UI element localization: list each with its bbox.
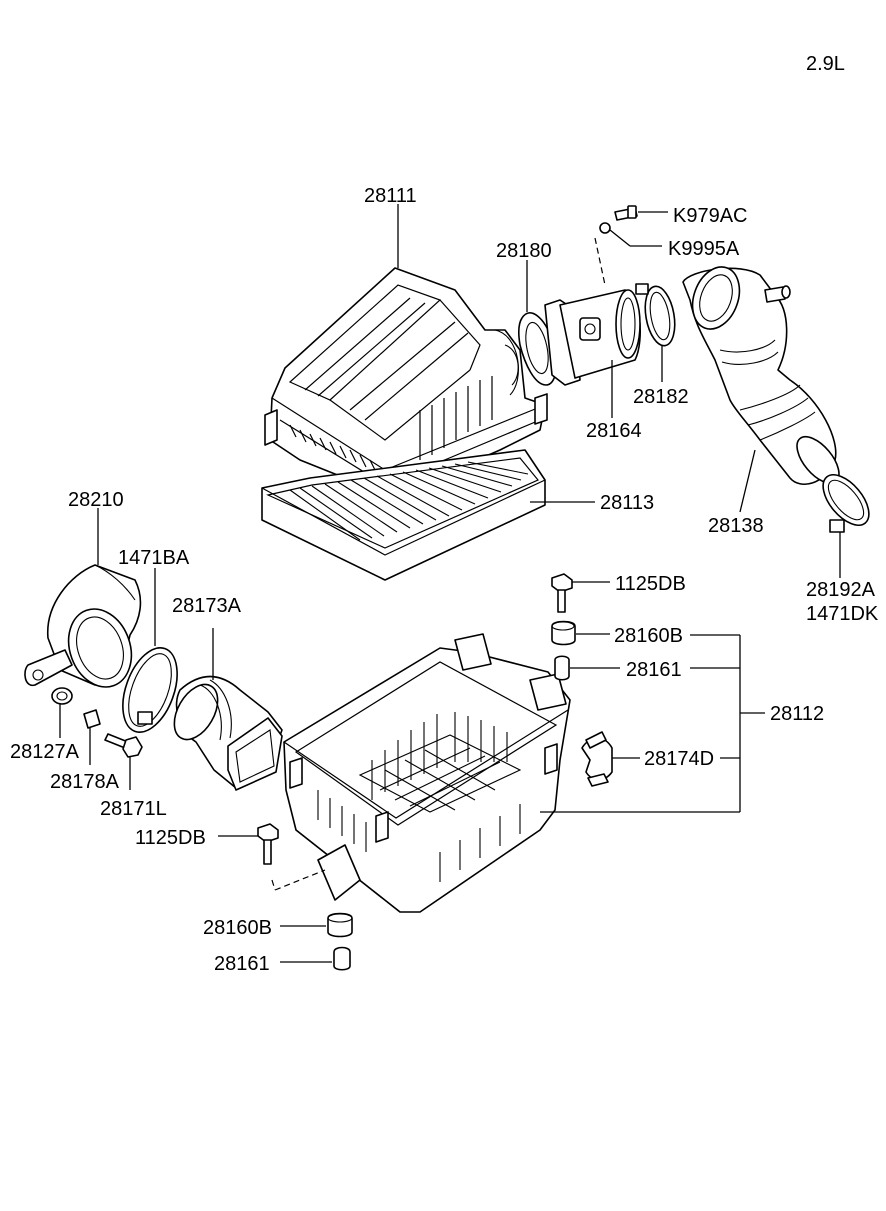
label-28112: 28112: [770, 703, 824, 725]
grommet-icon: [51, 687, 73, 705]
label-28164: 28164: [586, 420, 642, 442]
air-filter-element-icon: [261, 449, 546, 581]
air-cleaner-body-icon: [283, 633, 571, 913]
label-28182: 28182: [633, 386, 689, 408]
label-28210: 28210: [68, 489, 124, 511]
label-28160B-bot: 28160B: [203, 917, 272, 939]
intake-hose-icon: [682, 266, 840, 486]
bushing-icon: [333, 946, 351, 971]
label-1471DK: 1471DK: [806, 603, 879, 625]
hose-clamp-icon: [635, 283, 676, 347]
label-28161-bot: 28161: [214, 953, 270, 975]
label-28127A: 28127A: [10, 741, 80, 763]
label-28138: 28138: [708, 515, 764, 537]
duct-icon: [173, 675, 283, 791]
bushing-icon: [554, 655, 570, 681]
label-1125DB-bot: 1125DB: [135, 827, 206, 849]
bolt-icon: [257, 823, 279, 865]
grommet-icon: [327, 912, 353, 938]
label-28173A: 28173A: [172, 595, 242, 617]
label-28111: 28111: [364, 185, 417, 207]
resonator-icon: [24, 564, 142, 688]
label-28171L: 28171L: [100, 798, 167, 820]
mass-airflow-sensor-icon: [544, 289, 641, 386]
label-28174D: 28174D: [644, 748, 714, 770]
label-28160B-top: 28160B: [614, 625, 683, 647]
label-1125DB-top: 1125DB: [615, 573, 686, 595]
label-28113: 28113: [600, 492, 654, 514]
bracket-icon: [581, 731, 613, 787]
bolt-icon: [614, 205, 638, 221]
label-1471BA: 1471BA: [118, 547, 190, 569]
hose-clamp-icon: [822, 474, 870, 533]
label-28180: 28180: [496, 240, 552, 262]
bolt-icon: [104, 733, 143, 758]
label-K979AC: K979AC: [673, 205, 748, 227]
hose-clamp-icon: [122, 647, 178, 733]
bolt-icon: [551, 573, 573, 613]
nut-icon: [599, 222, 611, 234]
bushing-icon: [83, 709, 101, 729]
grommet-icon: [551, 620, 576, 646]
engine-label: 2.9L: [806, 53, 845, 75]
label-28192A: 28192A: [806, 579, 876, 601]
label-28161-top: 28161: [626, 659, 682, 681]
label-K9995A: K9995A: [668, 238, 740, 260]
label-28178A: 28178A: [50, 771, 120, 793]
